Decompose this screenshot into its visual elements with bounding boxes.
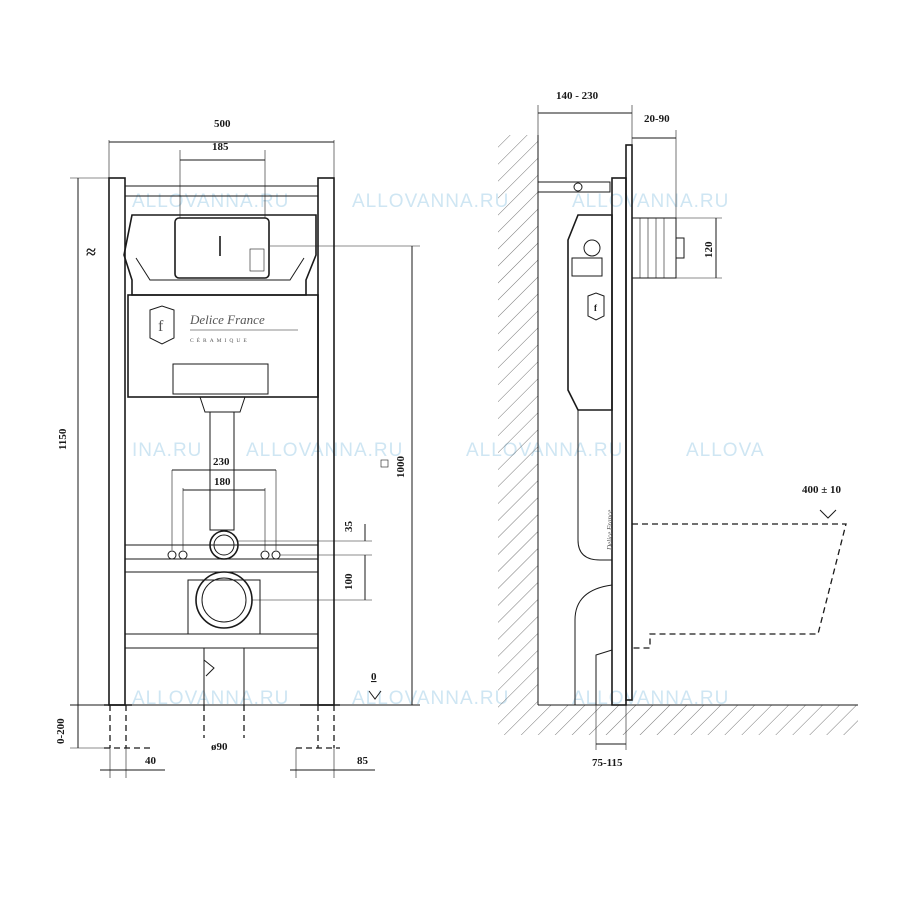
dimension-label-230: 230	[213, 456, 230, 468]
watermark: ALLOVANNA.RU	[572, 688, 729, 709]
mounting-stud	[167, 550, 177, 560]
brand-name: Delice France	[189, 312, 265, 327]
dimension-label-bowl-height: 400 ± 10	[802, 484, 842, 496]
wall-bracket-hole	[573, 182, 583, 192]
wall-bracket	[537, 181, 611, 193]
valve-logo-plate	[249, 248, 265, 272]
dimension-label-500: 500	[214, 118, 231, 130]
dimension-label-180: 180	[214, 476, 231, 488]
dimension-label-20-90: 20-90	[644, 113, 670, 125]
watermark: INA.RU	[132, 440, 202, 461]
cistern-valve	[583, 239, 601, 257]
front-view: f Delice France CÉRAMIQUE ≈	[55, 118, 420, 778]
cistern-body	[127, 294, 319, 398]
brand-logo-icon	[149, 305, 175, 345]
water-inlet-icon: ≈	[86, 242, 96, 262]
logo-mark-icon	[380, 459, 389, 468]
flush-pipe-side	[577, 410, 612, 561]
floor-hatch	[498, 705, 858, 735]
dimension-label-0-200: 0-200	[55, 718, 67, 744]
dimension-label-185: 185	[212, 141, 229, 153]
side-view: f Delice France 140 - 230 20-90 120 4	[498, 90, 858, 769]
dimension-label-1150: 1150	[57, 428, 69, 450]
dimension-label-85: 85	[357, 755, 369, 767]
mounting-stud	[260, 550, 270, 560]
watermarks: ALLOVANNA.RU ALLOVANNA.RU ALLOVANNA.RU I…	[132, 191, 765, 709]
brand-subtitle: CÉRAMIQUE	[190, 336, 250, 344]
brand-name-side: Delice France	[606, 510, 614, 551]
mounting-stud	[271, 550, 281, 560]
watermark: ALLOVANNA.RU	[466, 440, 623, 461]
flush-pipe	[209, 411, 235, 531]
floor-level-marker	[368, 690, 382, 700]
dimension-label-40: 40	[145, 755, 157, 767]
watermark: ALLOVANNA.RU	[132, 688, 289, 709]
cistern-valve	[571, 257, 603, 277]
brand-logo-icon	[587, 292, 605, 321]
frame-left-upright	[108, 177, 126, 706]
mounting-bar	[124, 544, 319, 560]
mounting-stud	[178, 550, 188, 560]
watermark: ALLOVA	[686, 440, 765, 461]
bowl-height-marker	[819, 509, 837, 519]
flush-opening	[174, 217, 270, 279]
drain-outlet	[201, 577, 247, 623]
toilet-bowl-outline	[632, 523, 847, 649]
wall-hatch	[498, 135, 538, 705]
dimension-label-140-230: 140 - 230	[556, 90, 599, 102]
drain-pipe	[203, 659, 215, 677]
cistern-window	[172, 363, 269, 395]
dimension-label-35: 35	[343, 521, 355, 533]
cistern-outlet	[199, 396, 246, 413]
dimension-label-zero: 0	[371, 671, 377, 683]
watermark: ALLOVANNA.RU	[246, 440, 403, 461]
dimension-label-75-115: 75-115	[592, 757, 623, 769]
dimension-label-120: 120	[703, 241, 715, 258]
watermark: ALLOVANNA.RU	[132, 191, 289, 212]
watermark: ALLOVANNA.RU	[352, 688, 509, 709]
cistern-side	[567, 214, 613, 411]
drain-pipe-side	[595, 649, 613, 705]
dimension-label-diameter: ø90	[211, 741, 228, 753]
brand-logo-letter: f	[594, 303, 598, 313]
cistern-top	[135, 257, 305, 281]
dimension-label-100: 100	[343, 573, 355, 590]
brand-logo-letter: f	[158, 318, 164, 335]
drain-pipe-side	[574, 584, 613, 705]
watermark: ALLOVANNA.RU	[352, 191, 509, 212]
watermark: ALLOVANNA.RU	[572, 191, 729, 212]
dimension-label-1000: 1000	[395, 456, 407, 479]
flush-button	[675, 237, 685, 259]
flush-button-housing	[631, 217, 677, 279]
wall-panel	[625, 144, 633, 701]
